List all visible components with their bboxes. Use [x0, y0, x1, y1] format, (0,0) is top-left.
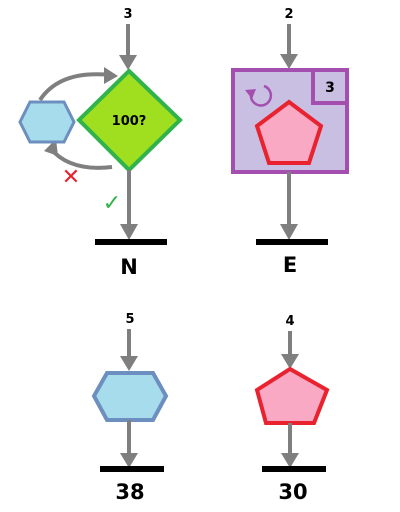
result-label-pentagon: 30: [278, 480, 307, 504]
panel-pentagon: 4 30: [254, 314, 330, 504]
repeat-icon: [245, 84, 273, 107]
result-label-hexagon: 38: [115, 480, 144, 504]
pentagon-icon: [254, 99, 324, 165]
input-arrow-decision: [119, 24, 137, 70]
hexagon-icon: [91, 371, 169, 422]
output-arrow-pentagon: [281, 423, 299, 468]
input-count-decision: 3: [123, 7, 132, 22]
repeat-count-box: [311, 68, 349, 105]
output-arrow-decision: [120, 170, 138, 240]
result-label-decision: N: [120, 255, 138, 279]
input-count-repeat: 2: [284, 7, 293, 22]
false-mark: ✕: [62, 165, 80, 190]
panel-decision: 3 100? ✕ ✓ N: [18, 7, 183, 279]
result-label-repeat: E: [283, 253, 297, 277]
hexagon-icon: [18, 100, 76, 144]
output-arrow-hexagon: [120, 420, 138, 468]
input-arrow-hexagon: [120, 329, 138, 371]
input-arrow-repeat: [280, 24, 298, 69]
input-arrow-pentagon: [281, 331, 299, 369]
panel-repeat: 2 3 E: [231, 7, 349, 277]
result-bar-repeat: [256, 239, 328, 245]
result-bar-pentagon: [262, 466, 326, 472]
true-mark: ✓: [103, 191, 121, 216]
loop-arrow-back: [38, 67, 118, 102]
pentagon-icon: [254, 366, 330, 425]
repeat-count: 3: [325, 80, 335, 96]
input-count-pentagon: 4: [285, 314, 294, 329]
condition-text: 100?: [112, 114, 147, 129]
panel-hexagon: 5 38: [91, 312, 169, 504]
result-bar-decision: [95, 239, 167, 245]
result-bar-hexagon: [100, 466, 164, 472]
input-count-hexagon: 5: [125, 312, 134, 327]
output-arrow-repeat: [280, 172, 298, 240]
